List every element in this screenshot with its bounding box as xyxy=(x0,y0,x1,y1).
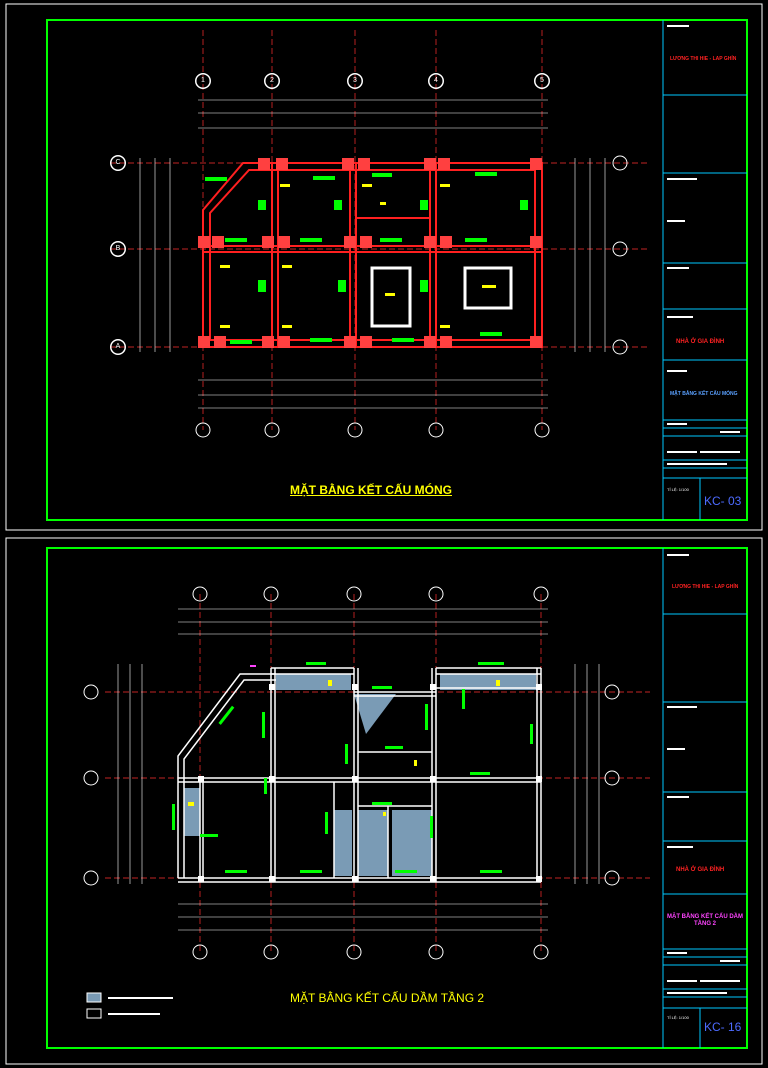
axis-grid xyxy=(105,594,650,954)
beam-labels xyxy=(205,172,528,344)
axis-bubbles xyxy=(110,73,628,438)
beam-plan-drawing xyxy=(5,537,763,1065)
sheet-number: KC- 16 xyxy=(704,1020,742,1034)
title-block xyxy=(662,20,747,520)
scale-label: TỈ LỆ: 1/100 xyxy=(667,487,689,492)
sheet-title: MẶT BẰNG KẾT CẤU DẦM TẦNG 2 xyxy=(290,991,485,1005)
sheet-beam-plan: MẶT BẰNG KẾT CẤU DẦM TẦNG 2 LƯƠNG THI HI… xyxy=(0,534,768,1068)
axis-label: A xyxy=(110,339,126,355)
dimension-lines xyxy=(139,99,606,409)
axis-label: B xyxy=(110,241,126,257)
sheet-title: MẶT BẰNG KẾT CẤU MÓNG xyxy=(290,483,452,497)
drawing-name: MẶT BẰNG KẾT CẤU MÓNG xyxy=(670,391,738,397)
company-name: LƯƠNG THI HIE - LAP GHÍN xyxy=(670,56,737,62)
dimension-lines xyxy=(117,608,600,931)
beam-labels xyxy=(172,662,533,873)
column-pads xyxy=(198,158,542,348)
scale-label: TỈ LỆ: 1/100 xyxy=(667,1015,689,1020)
legend xyxy=(86,992,173,1019)
rebar-marks xyxy=(220,184,496,328)
column-marks xyxy=(188,680,500,816)
axis-label: 2 xyxy=(264,73,280,89)
axis-label: 5 xyxy=(534,73,550,89)
sheet-number: KC- 03 xyxy=(704,494,742,508)
axis-label: 3 xyxy=(347,73,363,89)
project-name: NHÀ Ở GIA ĐÌNH xyxy=(676,339,725,345)
sheet-border xyxy=(46,19,748,521)
project-name: NHÀ Ở GIA ĐÌNH xyxy=(676,867,725,873)
pits xyxy=(370,266,513,328)
axis-label: 1 xyxy=(195,73,211,89)
sheet-foundation-plan: 1 2 3 4 5 C B A MẶT BẰNG KẾT CẤU MÓNG LƯ… xyxy=(5,3,763,531)
axis-label: 4 xyxy=(428,73,444,89)
foundation-beams xyxy=(202,162,543,348)
sheet-border xyxy=(46,547,748,1049)
drawing-name: MẶT BẰNG KẾT CẤU DẦM TẦNG 2 xyxy=(667,914,743,927)
axis-grid xyxy=(110,30,650,430)
column-dots xyxy=(198,684,542,882)
beams xyxy=(177,667,542,883)
title-block xyxy=(662,548,747,1048)
axis-label: C xyxy=(110,155,126,171)
axis-bubbles xyxy=(83,586,620,960)
slab-areas xyxy=(184,674,536,876)
foundation-plan-drawing xyxy=(5,3,763,531)
company-name: LƯƠNG THI HIE - LAP GHÍN xyxy=(672,584,739,590)
